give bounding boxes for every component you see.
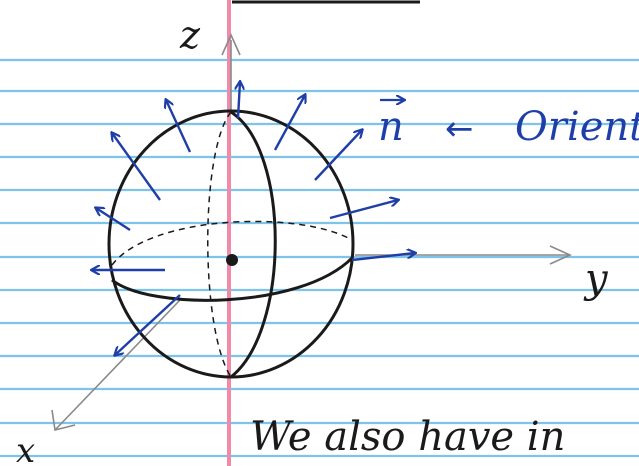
- z-axis-arrowhead: [221, 33, 241, 56]
- normal-arrow: [166, 100, 192, 153]
- z-axis-label: z: [179, 13, 201, 57]
- sphere: [107, 109, 355, 379]
- normal-arrow: [351, 253, 415, 262]
- normal-arrow: [96, 208, 131, 232]
- normal-arrow: [112, 133, 161, 201]
- normal-arrow: [314, 130, 362, 181]
- origin-point: [226, 254, 238, 266]
- normal-vectors: [92, 82, 415, 355]
- orientation-text: Orienta: [515, 104, 639, 150]
- ruled-lines: [0, 58, 639, 458]
- meridian-back: [207, 111, 232, 378]
- hidden-lines: [111, 111, 353, 378]
- x-axis-label: x: [16, 431, 35, 466]
- equator-back: [111, 220, 353, 266]
- annotation-arrow: ←: [445, 109, 474, 149]
- meridian-front: [230, 110, 277, 379]
- equator-front: [111, 256, 354, 302]
- axes: [51, 33, 572, 431]
- normal-arrow: [238, 82, 240, 119]
- normal-arrow: [273, 95, 305, 151]
- normal-vector-label: n: [378, 100, 404, 150]
- normal-arrow: [115, 294, 181, 355]
- x-axis: [54, 299, 181, 431]
- y-axis-arrowhead: [549, 245, 572, 265]
- n-symbol: n: [378, 104, 404, 150]
- normal-arrow: [329, 200, 398, 220]
- x-axis-arrowhead: [51, 409, 76, 431]
- bottom-text: We also have in: [250, 414, 565, 460]
- y-axis-label: y: [583, 256, 609, 302]
